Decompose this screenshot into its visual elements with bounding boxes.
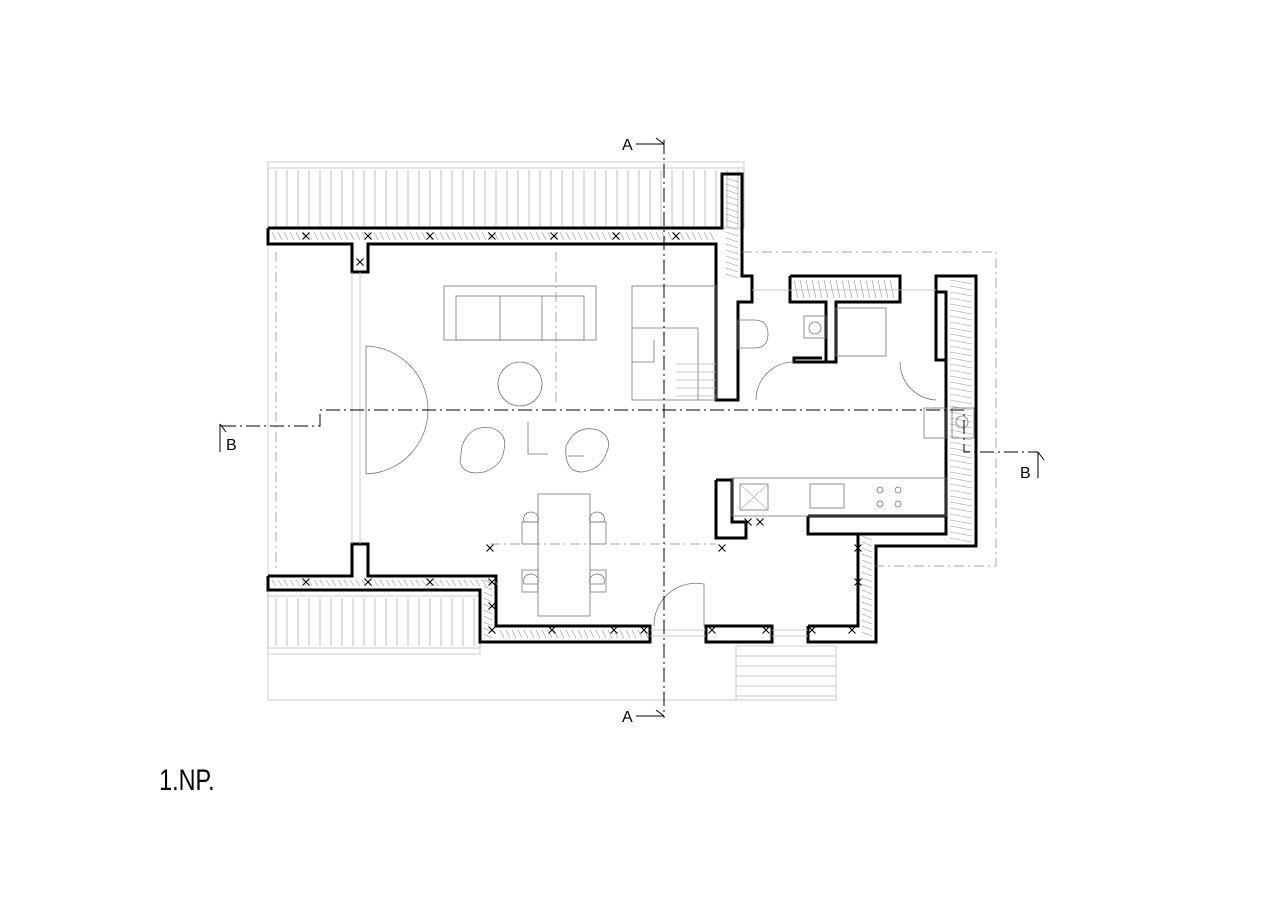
post-marker: [486, 544, 494, 552]
roof-overhang-bottom: [267, 589, 481, 655]
dining-table: [521, 493, 607, 617]
post-marker: [356, 258, 364, 266]
window-lines: [351, 272, 808, 637]
wall-insulation: [271, 177, 973, 639]
bathroom-fixtures: [737, 289, 936, 357]
section-a-bottom-label: A: [622, 709, 633, 726]
post-marker: [548, 626, 556, 634]
ceiling-dashed-lines: [275, 251, 997, 570]
post-marker: [848, 626, 856, 634]
post-marker: [302, 578, 310, 586]
post-marker: [744, 518, 752, 526]
post-marker: [364, 578, 372, 586]
post-marker: [426, 232, 434, 240]
section-line-b: [219, 409, 1045, 478]
exterior-walls: [266, 172, 978, 644]
post-marker: [854, 544, 862, 552]
post-marker: [612, 232, 620, 240]
staircase-entrance: [735, 645, 837, 701]
post-marker: [488, 578, 496, 586]
post-marker: [488, 602, 496, 610]
floor-title: 1.NP.: [159, 763, 214, 796]
post-marker: [808, 626, 816, 634]
armchairs: [459, 422, 610, 474]
post-markers: [302, 232, 862, 634]
section-line-a: [636, 137, 665, 718]
post-marker: [756, 518, 764, 526]
post-marker: [708, 626, 716, 634]
section-a-top-label: A: [622, 137, 633, 154]
sofa: [443, 285, 597, 341]
section-b-left-label: B: [226, 437, 237, 454]
kitchen-counter: [731, 407, 975, 517]
section-b-right-label: B: [1020, 465, 1031, 482]
post-marker: [672, 232, 680, 240]
terrace-outline: [267, 228, 736, 701]
post-marker: [718, 544, 726, 552]
post-marker: [302, 232, 310, 240]
post-marker: [488, 232, 496, 240]
post-marker: [488, 626, 496, 634]
staircase-internal: [631, 285, 717, 401]
post-marker: [762, 626, 770, 634]
post-marker: [640, 626, 648, 634]
post-marker: [426, 578, 434, 586]
post-marker: [364, 232, 372, 240]
post-marker: [550, 232, 558, 240]
post-marker: [610, 626, 618, 634]
roof-overhang-top: [267, 161, 745, 229]
coffee-table: [497, 361, 543, 407]
post-marker: [854, 578, 862, 586]
doors: [365, 345, 937, 627]
